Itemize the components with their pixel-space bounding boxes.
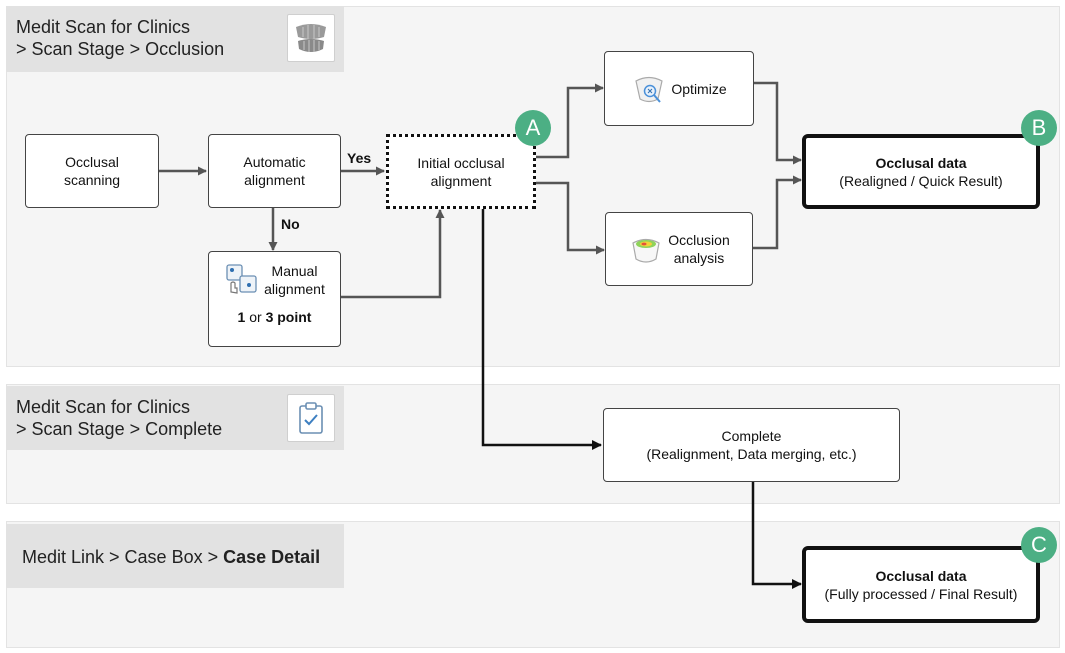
manual-alignment-or: or [245, 309, 266, 325]
occlusal-data-final-node: Occlusal data (Fully processed / Final R… [802, 546, 1040, 623]
complete-line1: Complete [721, 428, 782, 444]
hand-align-icon [224, 262, 260, 298]
occlusal-data-final-line2: (Fully processed / Final Result) [824, 585, 1018, 602]
occlusal-data-final-line1: Occlusal data [875, 567, 967, 584]
badge-b: B [1021, 110, 1057, 146]
case-detail-bold: Case Detail [223, 547, 321, 567]
initial-occlusal-line1: Initial occlusal [417, 154, 505, 171]
manual-alignment-node: Manual alignment 1 or 3 point [208, 251, 341, 347]
occlusal-data-quick-line2: (Realigned / Quick Result) [839, 172, 1003, 189]
edge-initial-to-analysis [535, 181, 605, 255]
edge-initial-to-complete [481, 209, 602, 450]
edge-optimize-to-quick [753, 81, 802, 165]
complete-line2: (Realignment, Data merging, etc.) [646, 446, 857, 462]
edge-analysis-to-quick [753, 175, 802, 250]
occlusal-data-quick-line1: Occlusal data [875, 154, 967, 171]
manual-alignment-num1: 1 [237, 309, 246, 325]
automatic-alignment-line1: Automatic [243, 154, 306, 170]
occlusal-scanning-node: Occlusal scanning [25, 134, 159, 208]
case-detail-prefix: Medit Link > Case Box > [22, 547, 224, 567]
manual-alignment-line1: Manual [271, 263, 318, 279]
occlusion-analysis-node: Occlusion analysis [605, 212, 753, 286]
occlusal-scanning-line2: scanning [63, 172, 121, 188]
complete-title-line1: Medit Scan for Clinics [16, 397, 191, 417]
teeth-icon [287, 14, 335, 62]
manual-alignment-num2: 3 point [265, 309, 312, 325]
optimize-label: Optimize [671, 80, 727, 97]
occlusion-analysis-line1: Occlusion [668, 232, 730, 248]
occlusion-analysis-icon [628, 231, 664, 267]
edge-manual-to-initial [340, 209, 445, 299]
complete-title-line2: > Scan Stage > Complete [16, 419, 223, 439]
edge-initial-to-optimize [535, 83, 604, 159]
occlusion-analysis-line2: analysis [673, 250, 725, 266]
complete-node: Complete (Realignment, Data merging, etc… [603, 408, 900, 482]
manual-alignment-line2: alignment [264, 281, 325, 297]
occlusal-data-quick-node: Occlusal data (Realigned / Quick Result) [802, 134, 1040, 209]
optimize-node: Optimize [604, 51, 754, 126]
edge-complete-to-final [751, 481, 802, 589]
badge-c: C [1021, 527, 1057, 563]
badge-a: A [515, 110, 551, 146]
yes-label: Yes [347, 150, 372, 166]
initial-occlusal-line2: alignment [430, 172, 492, 189]
automatic-alignment-line2: alignment [244, 172, 305, 188]
occlusal-scanning-line1: Occlusal [65, 154, 119, 170]
initial-occlusal-alignment-node: Initial occlusal alignment [386, 134, 536, 209]
automatic-alignment-node: Automatic alignment [208, 134, 341, 208]
occlusion-title-line2: > Scan Stage > Occlusion [16, 39, 225, 59]
case-detail-panel-title: Medit Link > Case Box > Case Detail [6, 524, 344, 588]
no-label: No [281, 216, 300, 232]
optimize-icon [631, 71, 667, 107]
occlusion-title-line1: Medit Scan for Clinics [16, 17, 191, 37]
clipboard-check-icon [287, 394, 335, 442]
